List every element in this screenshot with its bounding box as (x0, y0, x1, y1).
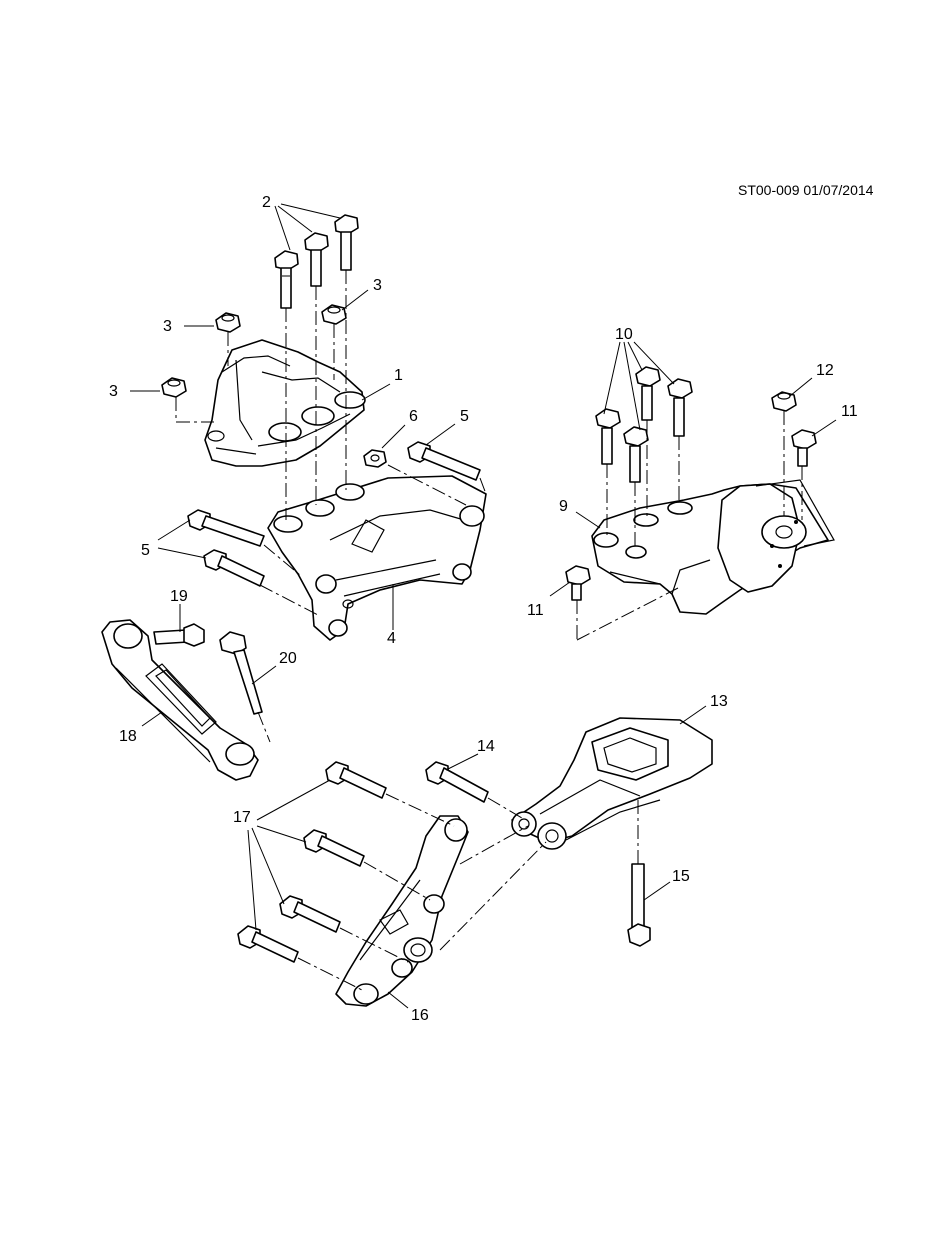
callout-11-a: 11 (841, 403, 858, 420)
callout-20: 20 (279, 650, 297, 667)
nut-3-left-bottom (161, 377, 187, 398)
callout-10: 10 (615, 326, 633, 343)
alignment-line-20 (257, 711, 271, 743)
callout-3-a: 3 (163, 318, 172, 335)
bolt-15 (627, 863, 651, 947)
bolt-2-b (304, 232, 329, 287)
bolt-2-c (334, 214, 359, 271)
callout-12: 12 (816, 362, 834, 379)
alignment-lines-lower (297, 793, 547, 991)
engine-mount-1 (204, 339, 366, 467)
bolt-17-b (303, 829, 365, 867)
callout-11-b: 11 (527, 602, 544, 619)
callout-14: 14 (477, 738, 495, 755)
transmission-mount-9 (591, 479, 835, 615)
bolt-10-b (635, 366, 661, 421)
bolt-10-a (595, 408, 621, 465)
callout-5-b: 5 (141, 542, 150, 559)
callout-2: 2 (262, 194, 271, 211)
callout-9: 9 (559, 498, 568, 515)
callout-15: 15 (672, 868, 690, 885)
nut-3-left-top (215, 312, 241, 333)
bolt-14 (425, 761, 489, 803)
callout-labels: 1 2 3 3 3 4 5 5 6 9 10 11 11 12 13 14 15… (109, 194, 858, 1024)
bolt-10-d (623, 426, 649, 483)
callout-3-b: 3 (109, 383, 118, 400)
bolt-17-d (237, 925, 299, 963)
bolt-2-a (274, 250, 299, 309)
callout-17: 17 (233, 809, 251, 826)
bolt-5-a (187, 509, 265, 547)
bolt-10-c (667, 378, 693, 437)
bolt-5-b (203, 549, 265, 587)
bolt-17-a (325, 761, 387, 799)
bolt-20 (219, 631, 263, 715)
nut-3-right (321, 304, 347, 325)
rear-mount-13 (511, 717, 713, 850)
leader-lines (130, 203, 837, 1009)
callout-16: 16 (411, 1007, 429, 1024)
bracket-4 (267, 475, 487, 641)
callout-18: 18 (119, 728, 137, 745)
bolt-5-upper (407, 441, 481, 481)
callout-4: 4 (387, 630, 396, 647)
nut-6 (363, 449, 387, 468)
callout-13: 13 (710, 693, 728, 710)
bolt-11-upper (791, 429, 817, 467)
bolt-19 (153, 623, 205, 647)
callout-19: 19 (170, 588, 188, 605)
bolt-11-lower (565, 565, 591, 601)
callout-1: 1 (394, 367, 403, 384)
link-18 (101, 619, 259, 781)
bolt-17-c (279, 895, 341, 933)
bracket-16 (335, 815, 469, 1007)
callout-5-a: 5 (460, 408, 469, 425)
reference-code: ST00-009 01/07/2014 (738, 182, 874, 198)
nut-12 (771, 391, 797, 412)
alignment-lines-upper-right (576, 411, 803, 641)
callout-3-c: 3 (373, 277, 382, 294)
callout-6: 6 (409, 408, 418, 425)
